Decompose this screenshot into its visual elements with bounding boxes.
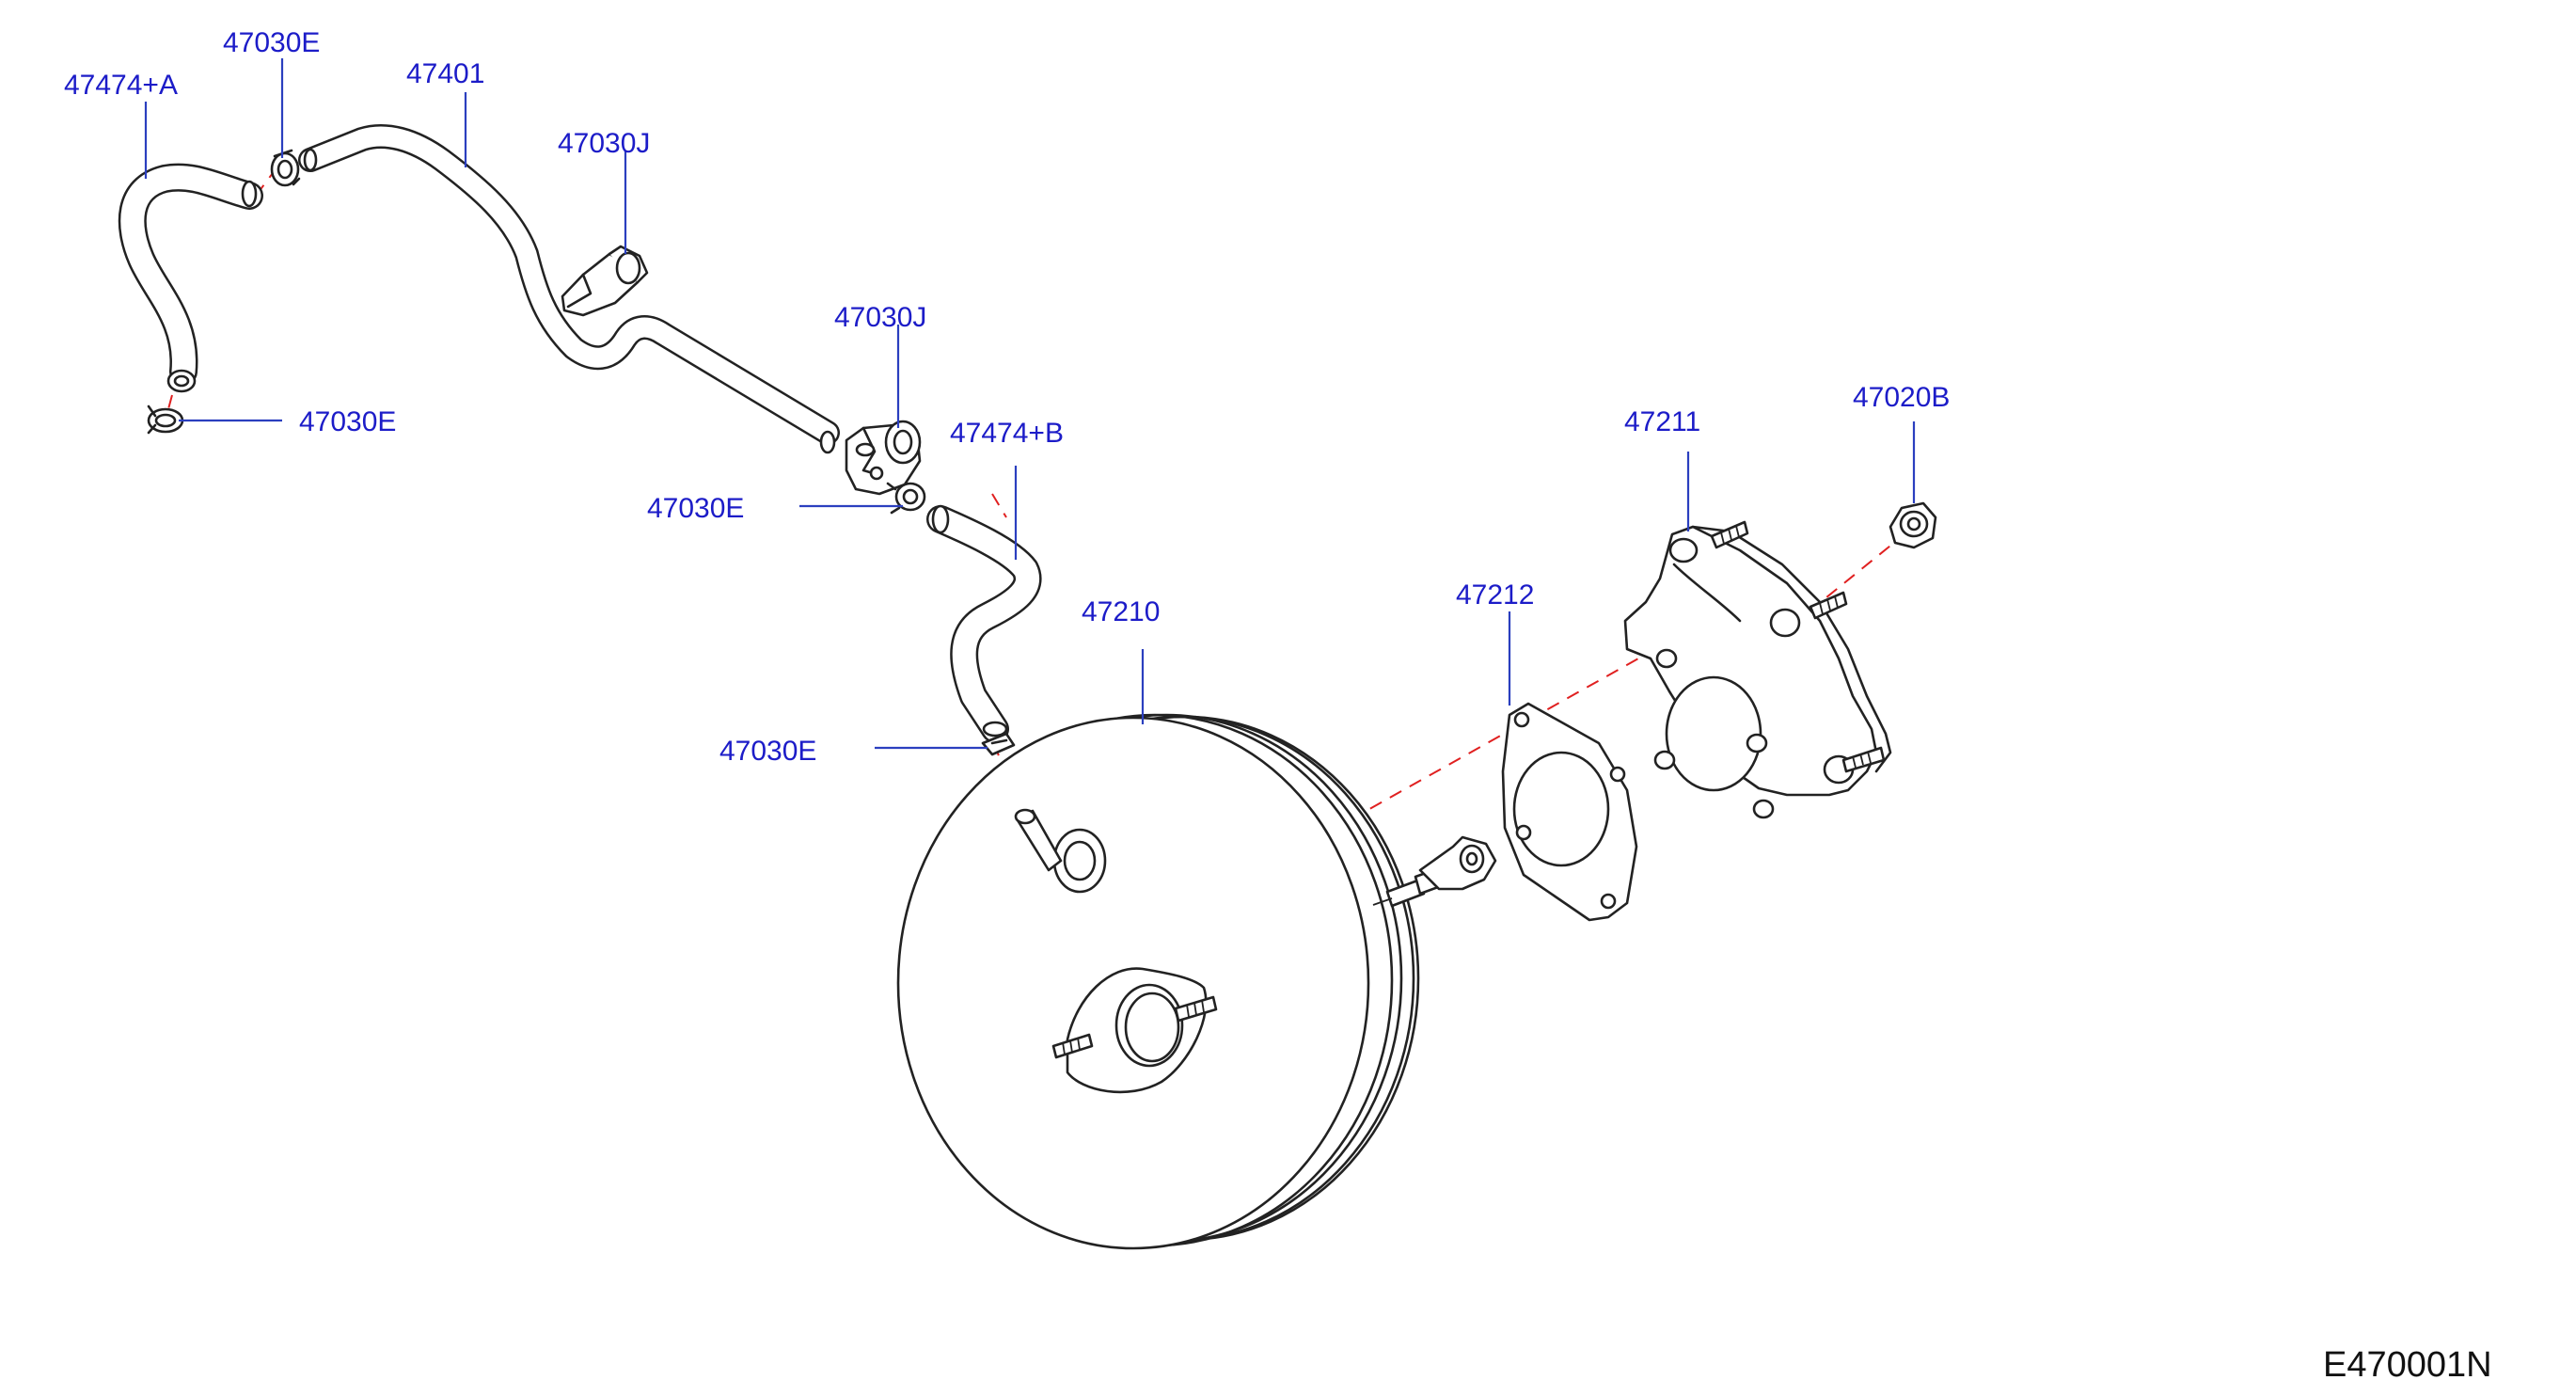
callout-47030j-top: 47030J xyxy=(558,128,650,159)
hose-clip-mid-left xyxy=(886,482,926,515)
check-valve-mid xyxy=(845,420,922,496)
callout-47212: 47212 xyxy=(1456,579,1534,611)
callout-leaders xyxy=(144,58,1916,750)
check-valve-top xyxy=(561,245,649,317)
callout-labels: 47474+A 47030E 47401 47030J 47030E 47030… xyxy=(64,27,1950,767)
callout-47401: 47401 xyxy=(406,58,484,89)
hose-clip-top xyxy=(270,149,301,187)
callout-47474a: 47474+A xyxy=(64,70,178,101)
diagram-code: E470001N xyxy=(2323,1345,2492,1385)
brake-booster xyxy=(896,713,1497,1250)
vacuum-hose-a xyxy=(118,163,263,393)
booster-bracket xyxy=(1623,520,1892,819)
callout-47030e-left: 47030E xyxy=(299,406,396,437)
callout-47030e-top: 47030E xyxy=(223,27,320,58)
callout-47030e-mid: 47030E xyxy=(647,493,744,524)
callout-47210: 47210 xyxy=(1082,596,1160,627)
hose-clip-lower xyxy=(981,732,1016,756)
flange-nut xyxy=(1889,501,1937,549)
booster-gasket xyxy=(1501,702,1638,922)
callout-47211: 47211 xyxy=(1624,406,1700,437)
alignment-lines xyxy=(165,165,1901,832)
callout-47030j-mid: 47030J xyxy=(834,302,926,333)
vacuum-hose-b xyxy=(926,504,1042,743)
callout-47020b: 47020B xyxy=(1853,382,1950,413)
callout-47030e-low: 47030E xyxy=(719,736,816,767)
callout-47474b: 47474+B xyxy=(950,418,1064,449)
vacuum-tube-47401 xyxy=(298,124,840,454)
hose-clip-bottom-left xyxy=(147,405,184,435)
